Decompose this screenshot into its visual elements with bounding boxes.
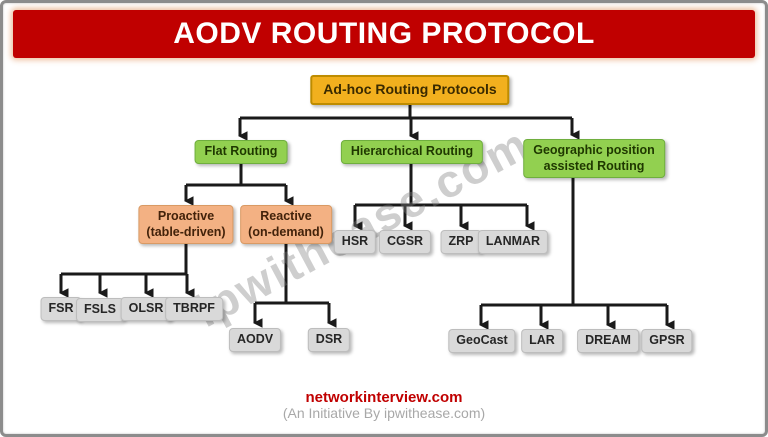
leaf-zrp: ZRP — [440, 230, 482, 254]
leaf-lar: LAR — [521, 329, 563, 353]
node-hierarchical-routing: Hierarchical Routing — [340, 140, 484, 164]
node-reactive-on-demand: Reactive (on-demand) — [240, 205, 332, 245]
leaf-fsls: FSLS — [76, 298, 124, 322]
leaf-olsr: OLSR — [120, 297, 172, 321]
node-proactive-table-driven: Proactive (table-driven) — [138, 205, 234, 245]
page-title: AODV ROUTING PROTOCOL — [173, 17, 595, 50]
node-adhoc-routing-protocols: Ad-hoc Routing Protocols — [310, 75, 510, 105]
node-geographic-position-assisted-routing: Geographic position assisted Routing — [523, 139, 665, 179]
leaf-dsr: DSR — [307, 328, 351, 352]
leaf-geocast: GeoCast — [448, 329, 516, 353]
leaf-lanmar: LANMAR — [477, 230, 549, 254]
leaf-cgsr: CGSR — [378, 230, 432, 254]
node-flat-routing: Flat Routing — [194, 140, 288, 164]
footer-site-link[interactable]: networkinterview.com — [305, 389, 463, 406]
leaf-hsr: HSR — [333, 230, 377, 254]
footer-initiative-note: (An Initiative By ipwithease.com) — [282, 405, 486, 421]
leaf-tbrpf: TBRPF — [165, 297, 223, 321]
leaf-gpsr: GPSR — [641, 329, 693, 353]
leaf-aodv: AODV — [228, 328, 282, 352]
leaf-dream: DREAM — [577, 329, 639, 353]
title-banner: AODV ROUTING PROTOCOL — [13, 10, 755, 58]
